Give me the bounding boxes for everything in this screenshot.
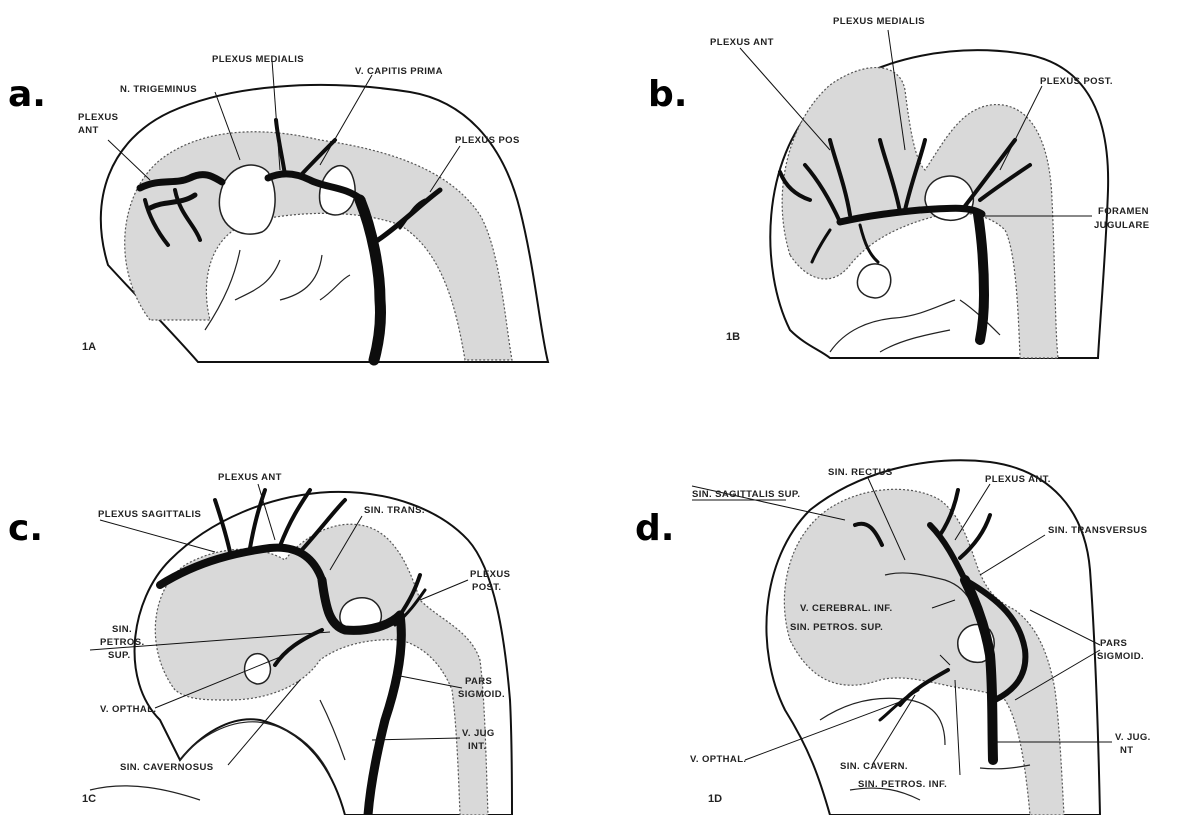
label-n-trigeminus: N. TRIGEMINUS: [120, 84, 197, 95]
panel-tag: 1B: [726, 331, 740, 343]
label-plexus-ant: PLEXUS ANT: [710, 37, 774, 48]
label-v-capitis-prima: V. CAPITIS PRIMA: [355, 66, 443, 77]
label-plexus-medialis: PLEXUS MEDIALIS: [833, 16, 925, 27]
label-plexus-post: PLEXUS POST.: [1040, 76, 1113, 87]
panel-c: c. PLEXUS ANT: [8, 472, 512, 815]
label-plexus-ant-line2: ANT: [78, 125, 99, 136]
label-plexus-ant: PLEXUS ANT: [218, 472, 282, 483]
label-v-jug-line2: INT.: [468, 741, 487, 752]
label-sin-petros-line2: PETROS.: [100, 637, 145, 648]
label-sin-petros-inf: SIN. PETROS. INF.: [858, 779, 947, 790]
panel-letter: d.: [635, 508, 674, 549]
panel-tag: 1D: [708, 793, 722, 805]
label-foramen: FORAMEN: [1098, 206, 1149, 217]
panel-letter: a.: [8, 74, 46, 115]
label-v-jug-line1: V. JUG.: [1115, 732, 1151, 743]
panel-letter: b.: [648, 74, 687, 115]
label-sin-trans: SIN. TRANS.: [364, 505, 425, 516]
label-pars-line1: PARS: [1100, 638, 1127, 649]
label-v-cerebral-inf: V. CEREBRAL. INF.: [800, 603, 893, 614]
panel-tag: 1C: [82, 793, 96, 805]
panel-b: b. PLEXUS ANT PLEXUS MEDIALIS PLEXUS P: [648, 16, 1149, 358]
label-plexus-post-line2: POST.: [472, 582, 501, 593]
label-plexus-ant: PLEXUS ANT.: [985, 474, 1051, 485]
label-pars-line2: SIGMOID.: [458, 689, 505, 700]
panel-letter: c.: [8, 508, 43, 549]
label-plexus-sagittalis: PLEXUS SAGITTALIS: [98, 509, 201, 520]
label-v-opthal: V. OPTHAL.: [690, 754, 746, 765]
label-plexus-medialis: PLEXUS MEDIALIS: [212, 54, 304, 65]
label-sin-petros-sup: SIN. PETROS. SUP.: [790, 622, 883, 633]
label-sin-cavernosus: SIN. CAVERNOSUS: [120, 762, 213, 773]
eye-vesicle: [857, 264, 890, 298]
label-v-jug-line1: V. JUG: [462, 728, 495, 739]
eye-vesicle: [245, 654, 271, 684]
panel-a: a. N. TRIGEMINUS PLEXUS MEDIALIS V. CA: [8, 54, 548, 362]
label-plexus-pos: PLEXUS POS: [455, 135, 520, 146]
label-jugulare: JUGULARE: [1094, 220, 1149, 231]
panel-tag: 1A: [82, 341, 96, 353]
label-plexus-post-line1: PLEXUS: [470, 569, 510, 580]
label-sin-cavern: SIN. CAVERN.: [840, 761, 908, 772]
label-sin-petros-line3: SUP.: [108, 650, 131, 661]
ear-vesicle: [925, 176, 973, 220]
label-sin-transversus: SIN. TRANSVERSUS: [1048, 525, 1147, 536]
panel-d: d. SIN. REC: [635, 460, 1151, 815]
label-plexus-ant-line1: PLEXUS: [78, 112, 118, 123]
label-v-jug-line2: NT: [1120, 745, 1133, 756]
label-sin-petros-line1: SIN.: [112, 624, 132, 635]
label-v-opthal: V. OPTHAL.: [100, 704, 156, 715]
label-pars-line2: SIGMOID.: [1097, 651, 1144, 662]
label-pars-line1: PARS: [465, 676, 492, 687]
label-sin-sagittalis-sup: SIN. SAGITTALIS SUP.: [692, 489, 800, 500]
label-sin-rectus: SIN. RECTUS: [828, 467, 893, 478]
